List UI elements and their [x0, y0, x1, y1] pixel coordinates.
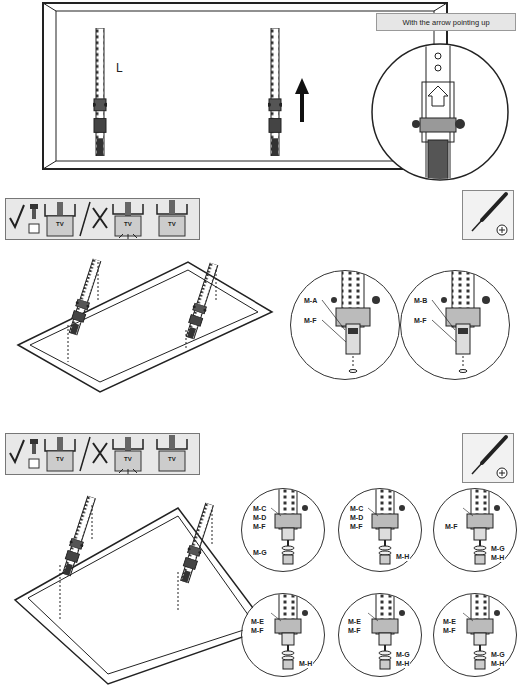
note-banner: With the arrow pointing up — [376, 13, 516, 31]
tv-tag: TV — [55, 456, 65, 462]
part-label: M-E — [442, 618, 457, 626]
part-label: M-B — [413, 297, 428, 305]
part-label: M-H — [395, 553, 410, 561]
part-label: M-D — [252, 514, 267, 522]
tv-tag: TV — [123, 221, 133, 227]
part-label: M-H — [490, 554, 505, 562]
part-label: M-G — [252, 549, 268, 557]
detail-circle: M-EM-F M-GM-H — [433, 593, 517, 677]
part-label: M-F — [444, 523, 458, 531]
part-label: M-E — [347, 618, 362, 626]
part-label: M-F — [349, 523, 363, 531]
detail-circle: M-A M-F — [290, 270, 400, 380]
side-letter: L — [116, 62, 123, 74]
detail-circle: M-B M-F — [400, 270, 510, 380]
part-label: M-D — [349, 514, 364, 522]
part-label: M-G — [395, 651, 411, 659]
tv-tag: TV — [167, 456, 177, 462]
part-label: M-F — [303, 317, 317, 325]
part-label: M-F — [347, 627, 361, 635]
part-label: M-G — [490, 545, 506, 553]
detail-circle: M-CM-DM-F M-G — [241, 488, 325, 572]
part-label: M-H — [395, 660, 410, 668]
part-label: M-H — [490, 660, 505, 668]
note-text: With the arrow pointing up — [402, 18, 489, 27]
part-label: M-F — [252, 523, 266, 531]
part-label: M-F — [413, 317, 427, 325]
tv-tag: TV — [123, 456, 133, 462]
tv-tag: TV — [167, 221, 177, 227]
part-label: M-E — [250, 618, 265, 626]
detail-circle: M-F M-GM-H — [433, 488, 517, 572]
part-label: M-H — [298, 660, 313, 668]
part-label: M-A — [303, 297, 318, 305]
part-label: M-C — [252, 505, 267, 513]
part-label: M-F — [250, 627, 264, 635]
detail-circle: M-EM-F M-H — [241, 593, 325, 677]
detail-circle: M-CM-DM-F M-H — [338, 488, 422, 572]
part-label: M-F — [442, 627, 456, 635]
detail-circle: M-EM-F M-GM-H — [338, 593, 422, 677]
part-label: M-G — [490, 651, 506, 659]
part-label: M-C — [349, 505, 364, 513]
tv-tag: TV — [55, 221, 65, 227]
